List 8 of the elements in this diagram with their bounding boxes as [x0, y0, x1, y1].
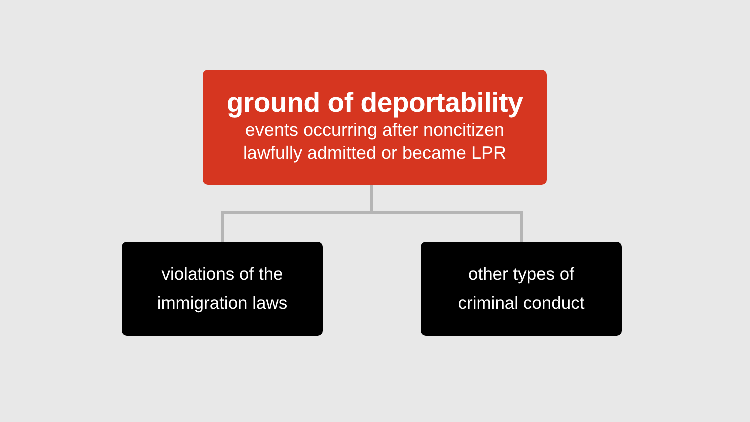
box-label: violations of the immigration laws	[156, 263, 289, 315]
connector-line	[370, 185, 523, 242]
box-label: other types of criminal conduct	[457, 263, 586, 315]
subcategory-box	[122, 242, 323, 336]
subcategory-box	[421, 242, 622, 336]
category-box	[203, 70, 547, 185]
box-description: events occurring after noncitizen lawfully admitted or became LPR	[242, 118, 508, 164]
box-heading: ground of deportability	[226, 86, 524, 118]
